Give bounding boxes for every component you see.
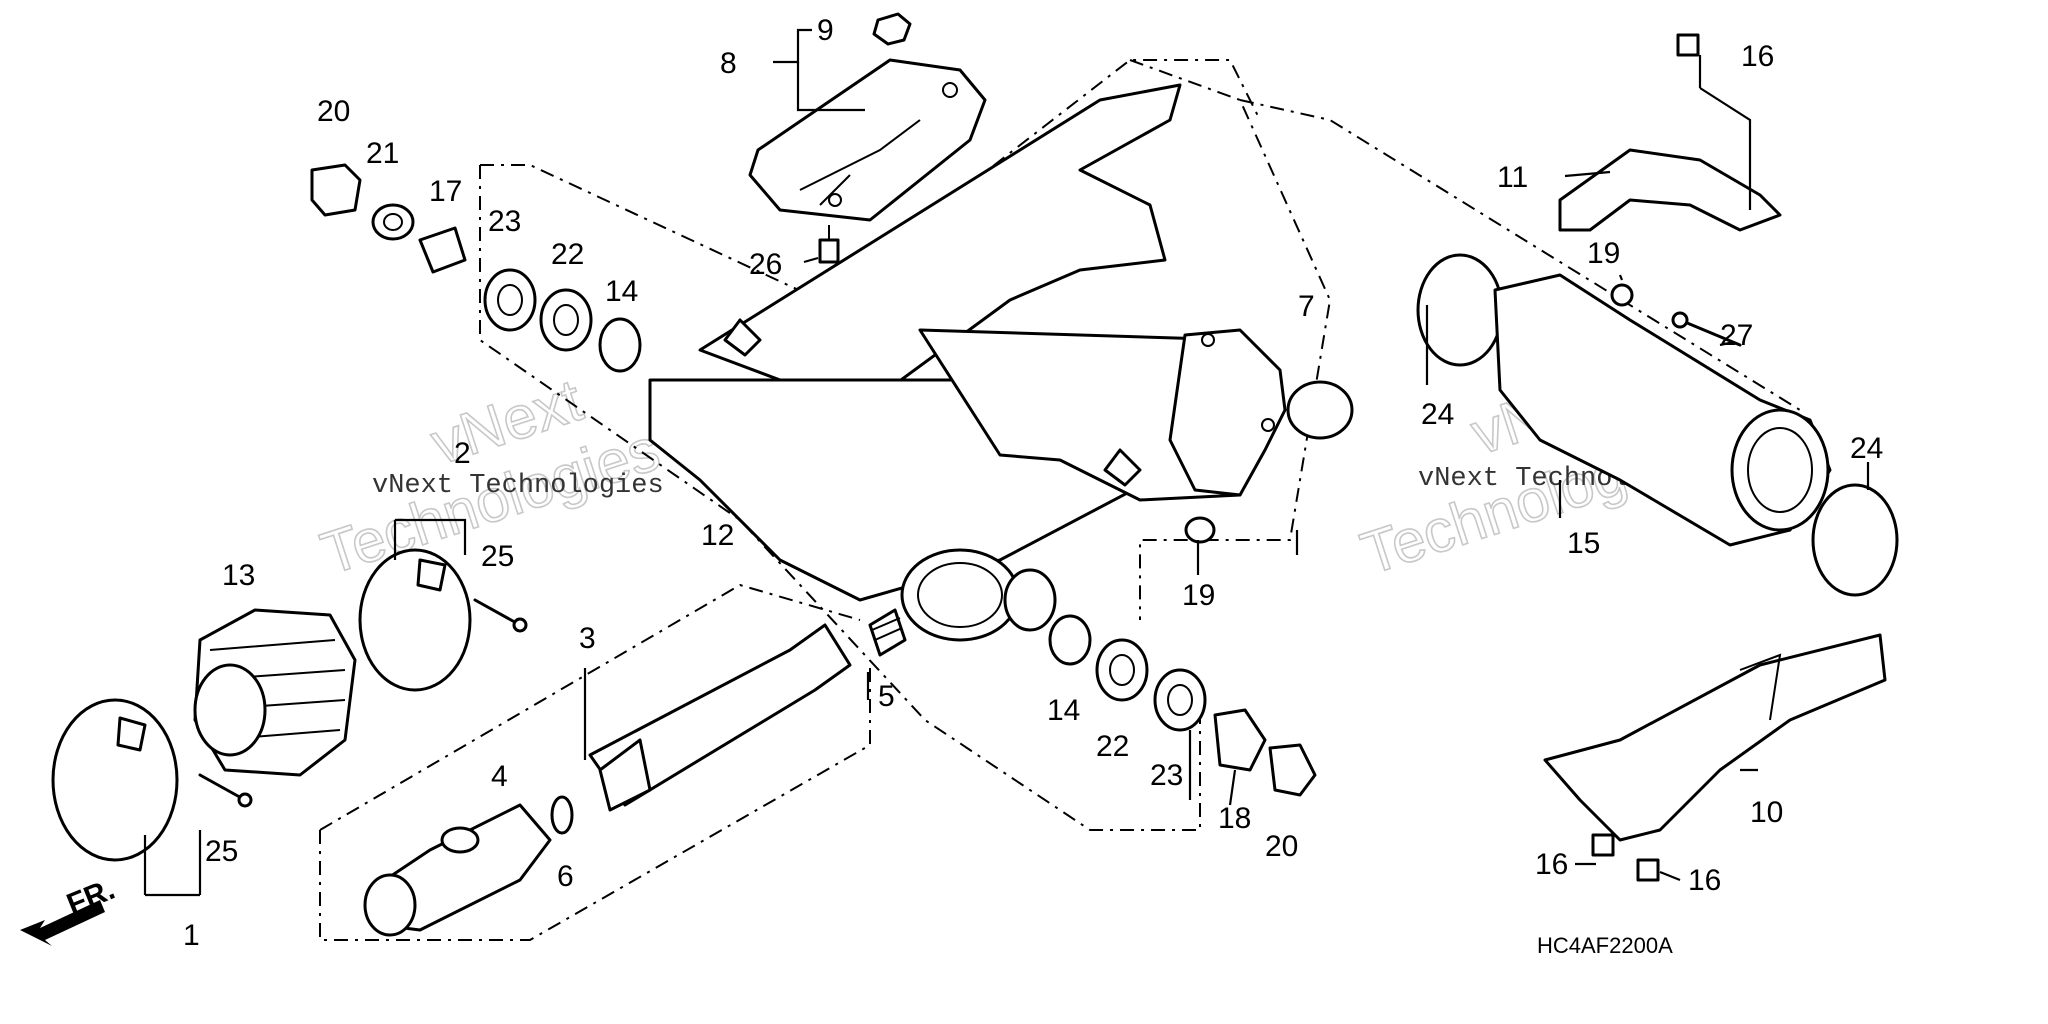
- callout-22b: 22: [1096, 730, 1129, 763]
- callout-24b: 24: [1850, 432, 1883, 465]
- callout-13: 13: [222, 559, 255, 592]
- callout-5: 5: [878, 680, 895, 713]
- callout-25b: 25: [205, 835, 238, 868]
- callout-22a: 22: [551, 238, 584, 271]
- callout-17: 17: [429, 175, 462, 208]
- callout-6: 6: [557, 860, 574, 893]
- pivot-right-parts: [1048, 380, 1354, 797]
- direction-label: FR.: [62, 873, 119, 922]
- callout-15: 15: [1567, 527, 1600, 560]
- callout-23b: 23: [1150, 759, 1183, 792]
- callout-27: 27: [1720, 319, 1753, 352]
- callout-16a: 16: [1741, 40, 1774, 73]
- callout-26: 26: [749, 248, 782, 281]
- leader-lines: [143, 28, 1870, 897]
- callout-8: 8: [720, 47, 737, 80]
- callout-12: 12: [701, 519, 734, 552]
- pivot-left-parts: [310, 163, 642, 373]
- diagram-code: HC4AF2200A: [1537, 933, 1673, 958]
- callout-25a: 25: [481, 540, 514, 573]
- callout-16c: 16: [1688, 864, 1721, 897]
- callout-24a: 24: [1421, 398, 1454, 431]
- boot-and-clamps: [51, 548, 528, 862]
- callout-11: 11: [1497, 161, 1528, 194]
- driveshaft-assembly: [363, 608, 907, 937]
- callout-10: 10: [1750, 796, 1783, 829]
- swingarm: [648, 83, 1287, 642]
- callout-20b: 20: [1265, 830, 1298, 863]
- callout-19b: 19: [1182, 579, 1215, 612]
- callout-20a: 20: [317, 95, 350, 128]
- callout-14b: 14: [1047, 694, 1080, 727]
- callout-21: 21: [366, 137, 399, 170]
- callout-14a: 14: [605, 275, 638, 308]
- callout-16b: 16: [1535, 848, 1568, 881]
- callout-18: 18: [1218, 802, 1251, 835]
- callout-9: 9: [817, 14, 834, 47]
- callout-3: 3: [579, 622, 596, 655]
- upper-guard: [748, 12, 987, 264]
- callout-7: 7: [1298, 290, 1315, 323]
- callout-19a: 19: [1587, 237, 1620, 270]
- callout-23a: 23: [488, 205, 521, 238]
- right-housing-parts: [1416, 33, 1899, 882]
- callout-1: 1: [183, 919, 200, 952]
- watermark-name-left: vNext Technologies: [372, 471, 664, 501]
- callout-4: 4: [491, 760, 508, 793]
- callout-2: 2: [454, 437, 471, 470]
- callouts: 1 2 3 4 5 6 7 8 9 10 11 12 13 14 14 15 1…: [183, 14, 1883, 952]
- front-direction-arrow: FR.: [20, 873, 119, 946]
